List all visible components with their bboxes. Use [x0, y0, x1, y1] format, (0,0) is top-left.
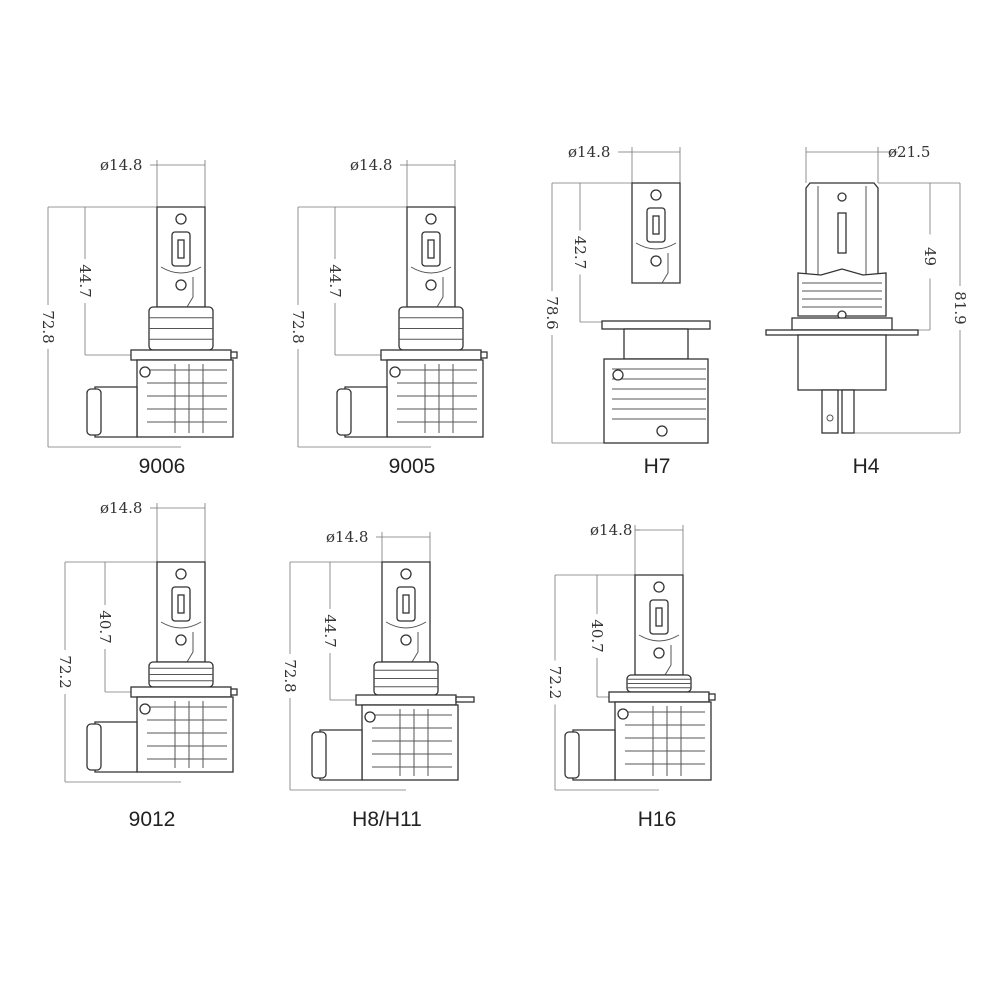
bulb-body — [601, 182, 711, 444]
diameter-label: ø14.8 — [326, 528, 368, 546]
screw-icon — [650, 189, 662, 201]
screw-icon — [612, 369, 624, 381]
total-height-label: 72.2 — [546, 666, 564, 699]
inner-height-label: 44.7 — [326, 264, 344, 297]
bulb-model-label: 9005 — [389, 455, 436, 478]
total-height-label: 72.8 — [289, 310, 307, 343]
inner-height-label: 49 — [921, 247, 939, 266]
inner-height-label: 44.7 — [321, 614, 339, 647]
heat-sink — [614, 701, 712, 781]
screw-icon — [425, 213, 437, 225]
bulb-body — [765, 182, 919, 434]
total-height-label: 81.9 — [951, 291, 969, 324]
screw-icon — [389, 366, 401, 378]
bulb-body — [86, 206, 238, 438]
screw-icon — [175, 634, 187, 646]
bulb-body — [86, 561, 238, 773]
diameter-label: ø21.5 — [888, 143, 930, 161]
screw-icon — [400, 568, 412, 580]
diameter-label: ø14.8 — [568, 143, 610, 161]
bulb-model-label: H16 — [638, 808, 677, 831]
screw-icon — [175, 279, 187, 291]
heat-sink — [386, 359, 484, 438]
inner-height-label: 40.7 — [588, 619, 606, 652]
total-height-label: 72.2 — [56, 655, 74, 688]
heat-sink — [361, 704, 459, 781]
diameter-label: ø14.8 — [100, 156, 142, 174]
diameter-label: ø14.8 — [350, 156, 392, 174]
bulb-3-drawing: ø21.5 49 81.9H4 — [765, 143, 969, 478]
mounting-flange — [765, 329, 919, 336]
inner-height-label: 42.7 — [571, 236, 589, 269]
total-height-label: 78.6 — [543, 296, 561, 329]
screw-icon — [837, 192, 847, 202]
screw-icon — [656, 425, 668, 437]
total-height-label: 72.8 — [39, 310, 57, 343]
screw-icon — [175, 213, 187, 225]
mounting-flange — [601, 320, 711, 330]
screw-icon — [400, 634, 412, 646]
bulb-5-drawing: ø14.8 44.7 72.8H8/H11 — [281, 528, 475, 831]
bulb-1-drawing: ø14.8 44.7 72.8 9005 — [289, 156, 488, 478]
diameter-label: ø14.8 — [590, 521, 632, 539]
screw-icon — [653, 581, 665, 593]
inner-height-label: 44.7 — [76, 264, 94, 297]
bulb-body — [564, 574, 716, 781]
heat-sink — [136, 359, 234, 438]
screw-icon — [139, 703, 151, 715]
inner-height-label: 40.7 — [96, 610, 114, 643]
plug-pin — [841, 389, 855, 434]
screw-icon — [175, 568, 187, 580]
screw-icon — [617, 708, 629, 720]
bulb-body — [311, 561, 475, 781]
heat-sink — [136, 696, 234, 773]
bulb-2-drawing: ø14.8 42.7 78.6H7 — [543, 143, 711, 478]
diameter-label: ø14.8 — [100, 499, 142, 517]
screw-icon — [653, 647, 665, 659]
bulb-model-label: 9006 — [139, 455, 186, 478]
total-height-label: 72.8 — [281, 659, 299, 692]
plug-pin — [821, 389, 839, 434]
screw-icon — [139, 366, 151, 378]
screw-icon — [425, 279, 437, 291]
bulb-4-drawing: ø14.8 40.7 72.2 9012 — [56, 499, 238, 831]
screw-icon — [650, 255, 662, 267]
bulb-model-label: H8/H11 — [352, 808, 422, 831]
bulb-model-label: 9012 — [129, 808, 176, 831]
bulb-0-drawing: ø14.8 44.7 72.8 9006 — [39, 156, 238, 478]
bulb-model-label: H4 — [853, 455, 880, 478]
bulb-body — [336, 206, 488, 438]
bulb-model-label: H7 — [644, 455, 671, 478]
screw-icon — [364, 711, 376, 723]
